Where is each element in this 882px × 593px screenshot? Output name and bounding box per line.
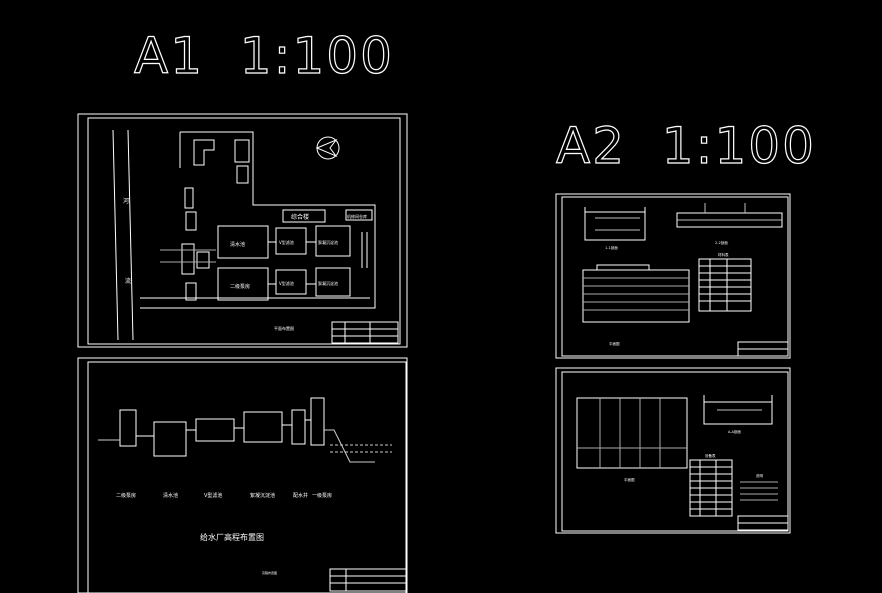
station-label-floc: 絮凝沉淀池	[250, 492, 275, 499]
a2l-section-label: A-A剖面	[728, 429, 741, 434]
a2u-left-view: 1-1剖面	[605, 245, 618, 250]
station-label-clear-well: 清水池	[163, 492, 178, 499]
profile-title: 给水厂高程布置图	[200, 532, 264, 542]
sheet-a2-upper	[555, 193, 791, 359]
sheet-site-plan	[77, 113, 408, 348]
station-label-pump2: 二级泵房	[116, 492, 136, 499]
profile-footnote: 高程布置图	[262, 570, 277, 575]
sheet-profile	[77, 357, 408, 593]
site-plan-caption: 平面布置图	[274, 325, 294, 331]
title-a1: A1 1:100	[134, 27, 394, 85]
station-label-pump1: 一级泵房	[312, 492, 332, 499]
building-label-pump: 二级泵房	[230, 283, 250, 290]
a2-upper-text: 1-1剖面 2-2剖面 平面图 材料表	[605, 240, 729, 346]
building-label-filter-2: V型滤池	[279, 280, 294, 286]
a2l-notes-title: 说明	[756, 473, 764, 478]
title-a2: A2 1:100	[556, 117, 816, 175]
building-label-filter-1: V型滤池	[279, 239, 294, 245]
a2l-plan-label: 平面图	[624, 477, 635, 482]
a2l-table-title: 设备表	[705, 453, 716, 458]
site-plan-text: 河 流 清水池 二级泵房 V型滤池 絮凝沉淀池 V型滤池 絮凝沉淀池 综合楼 机…	[123, 197, 367, 331]
profile-text: 二级泵房 清水池 V型滤池 絮凝沉淀池 配水井 一级泵房 给水厂高程布置图 高程…	[116, 492, 332, 575]
a2u-table-title: 材料表	[718, 252, 729, 257]
building-label-floc-2: 絮凝沉淀池	[318, 280, 338, 286]
a2u-right-view: 2-2剖面	[715, 240, 728, 245]
admin-label: 综合楼	[291, 213, 309, 221]
a2u-plan-label: 平面图	[609, 341, 620, 346]
a2-lower-text: 平面图 A-A剖面 设备表 说明	[624, 429, 764, 482]
building-label-clear-well: 清水池	[230, 241, 245, 248]
station-label-distribution: 配水井	[293, 492, 308, 499]
sheet-a2-lower	[555, 367, 791, 534]
office-label: 机修间仓库	[347, 213, 367, 219]
river-char-2: 流	[125, 277, 131, 285]
river-char-1: 河	[123, 197, 129, 205]
building-label-floc-1: 絮凝沉淀池	[318, 239, 338, 245]
station-label-filter: V型滤池	[204, 492, 222, 499]
